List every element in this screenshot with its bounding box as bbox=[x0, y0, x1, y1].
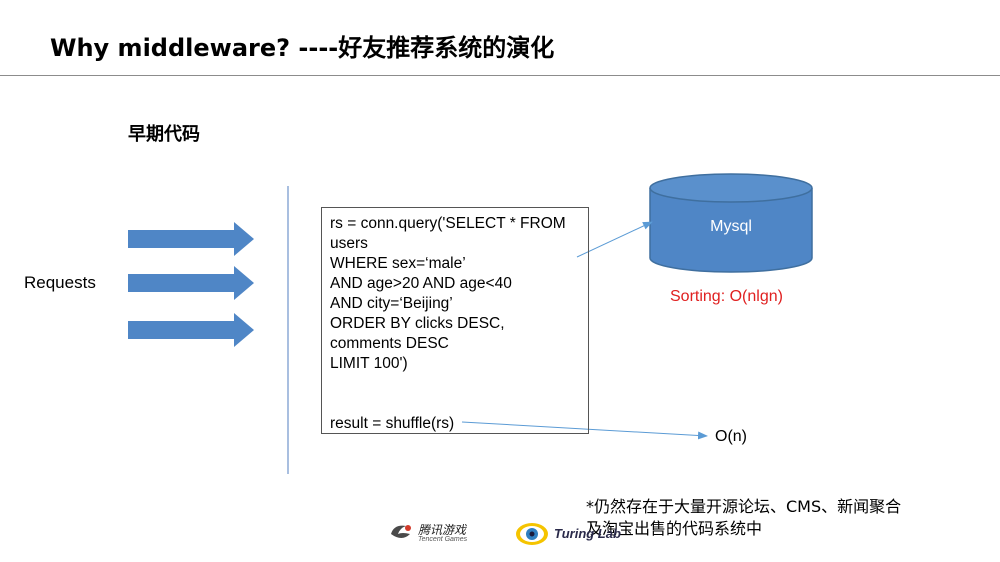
title-divider bbox=[0, 75, 1000, 76]
footnote-line: *仍然存在于大量开源论坛、CMS、新闻聚合 bbox=[586, 497, 902, 516]
request-arrow bbox=[128, 266, 254, 300]
code-line: ORDER BY clicks DESC, bbox=[330, 315, 505, 332]
code-line: rs = conn.query('SELECT * FROM bbox=[330, 215, 566, 232]
turing-logo-name: Turing Lab bbox=[554, 525, 621, 541]
code-line: WHERE sex=‘male’ bbox=[330, 255, 466, 272]
tencent-logo-sub: Tencent Games bbox=[418, 535, 468, 543]
footnote-line: 及淘宝出售的代码系统中 bbox=[586, 519, 763, 538]
code-line: AND age>20 AND age<40 bbox=[330, 275, 512, 292]
requests-label: Requests bbox=[24, 273, 96, 292]
request-arrow bbox=[128, 222, 254, 256]
mysql-database-icon bbox=[649, 173, 813, 273]
query-to-db-connector bbox=[576, 221, 653, 258]
turing-lab-eye-icon bbox=[516, 523, 548, 545]
tencent-logo-name: 腾讯游戏 bbox=[418, 522, 467, 537]
code-line: LIMIT 100') bbox=[330, 355, 408, 372]
tencent-games-logo: 腾讯游戏 Tencent Games bbox=[388, 522, 467, 544]
shuffle-code-line: result = shuffle(rs) bbox=[330, 415, 455, 432]
code-line: AND city=‘Beijing’ bbox=[330, 295, 453, 312]
turing-lab-logo: Turing Lab bbox=[514, 516, 621, 550]
vertical-divider bbox=[287, 186, 289, 474]
slide-title: Why middleware? ----好友推荐系统的演化 bbox=[50, 34, 555, 62]
footnote: *仍然存在于大量开源论坛、CMS、新闻聚合 及淘宝出售的代码系统中 bbox=[586, 496, 966, 540]
code-box: rs = conn.query('SELECT * FROM users WHE… bbox=[321, 207, 589, 434]
shuffle-to-complexity-connector bbox=[461, 421, 708, 440]
sorting-complexity: Sorting: O(nlgn) bbox=[670, 288, 783, 305]
request-arrow bbox=[128, 313, 254, 347]
db-label: Mysql bbox=[710, 218, 752, 235]
code-line: comments DESC bbox=[330, 335, 449, 352]
shuffle-complexity: O(n) bbox=[715, 428, 747, 445]
code-line: users bbox=[330, 235, 368, 252]
tencent-games-mark-icon bbox=[391, 525, 411, 538]
section-heading: 早期代码 bbox=[128, 124, 200, 145]
